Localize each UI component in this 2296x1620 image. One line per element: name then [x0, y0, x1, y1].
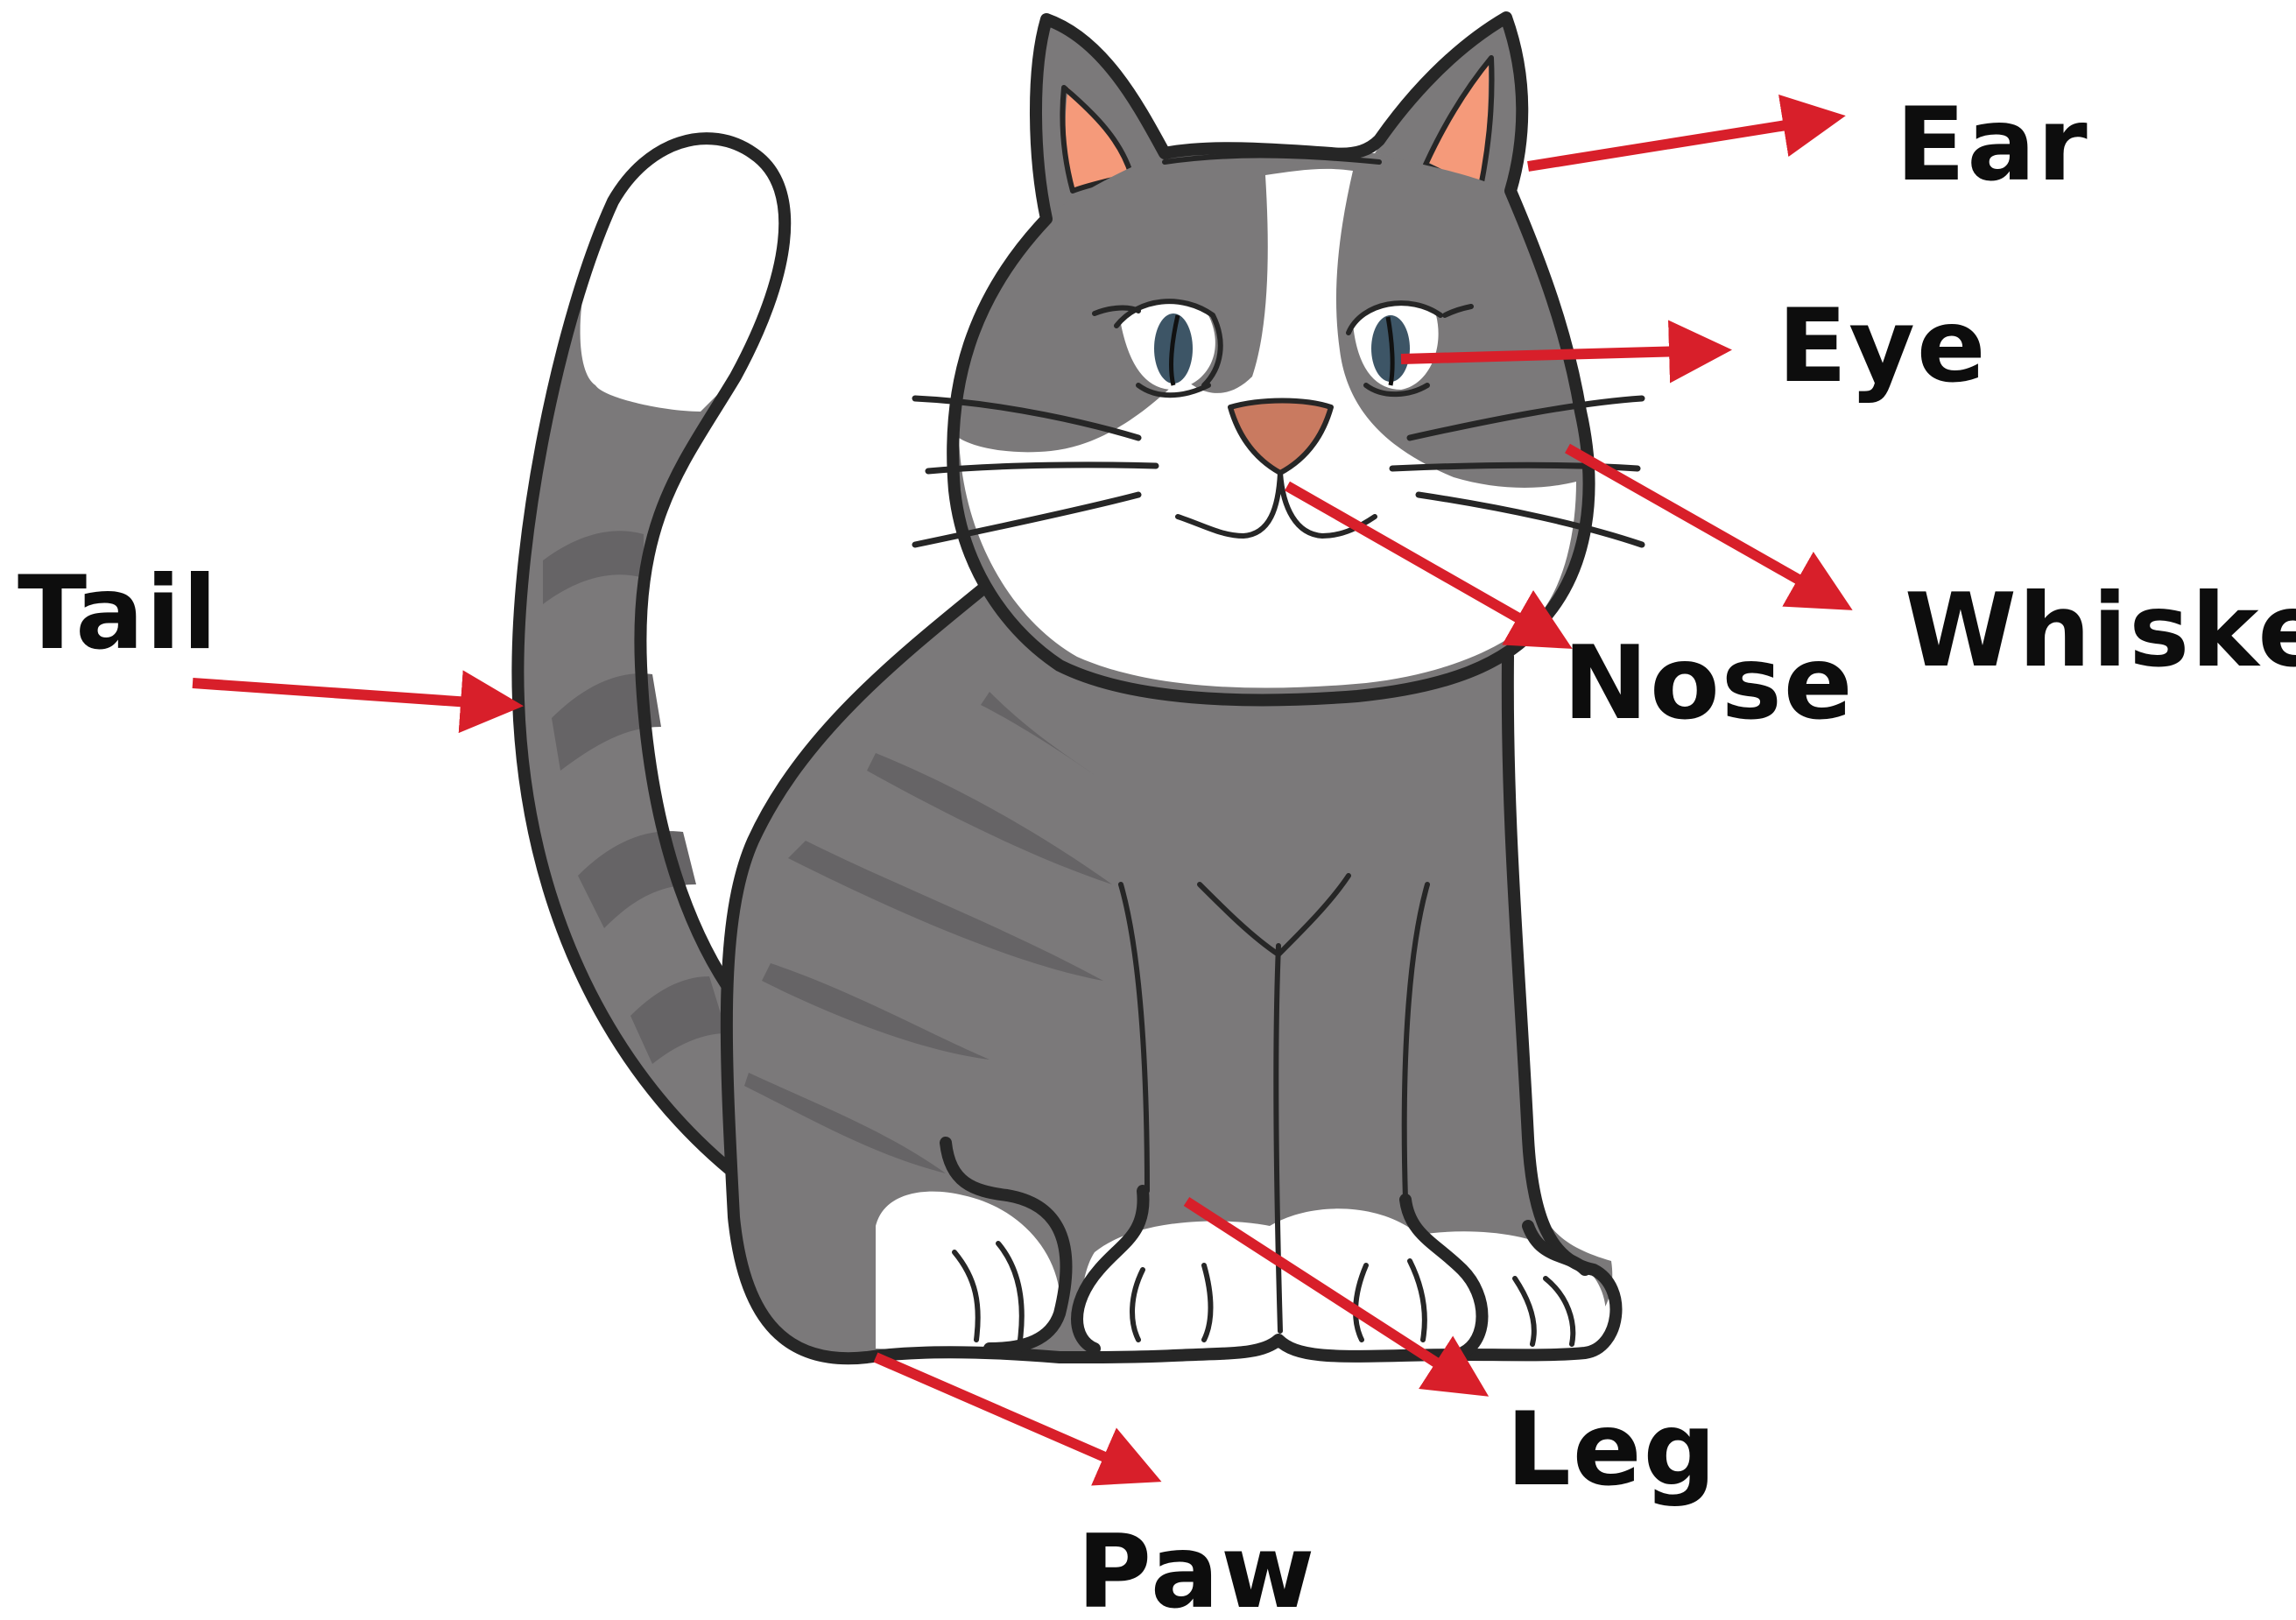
arrow-whiskers	[1567, 448, 1839, 602]
label-whiskers: Whiskers	[1905, 572, 2296, 690]
label-paw: Paw	[1077, 1513, 1316, 1620]
label-ear: Ear	[1896, 86, 2089, 204]
label-tail: Tail	[18, 554, 219, 673]
label-leg: Leg	[1506, 1391, 1718, 1509]
arrow-ear	[1528, 118, 1830, 166]
label-nose: Nose	[1563, 624, 1855, 743]
label-eye: Eye	[1778, 287, 1988, 405]
arrow-tail	[193, 683, 508, 705]
arrow-paw	[876, 1357, 1147, 1476]
